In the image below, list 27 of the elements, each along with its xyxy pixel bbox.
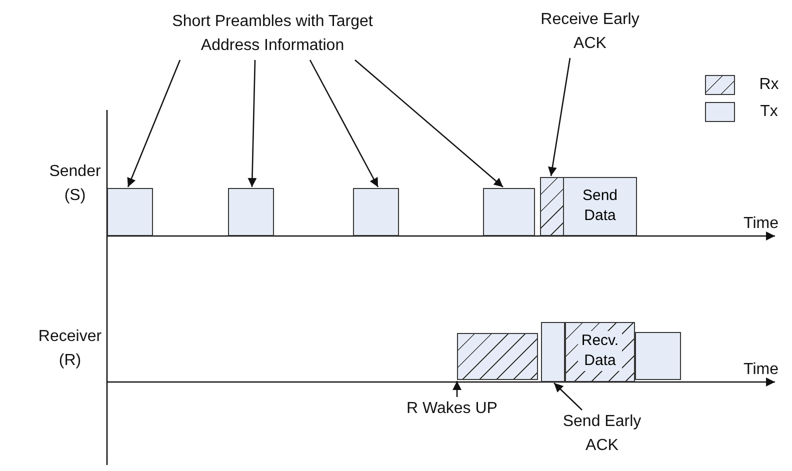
arrow [452, 381, 462, 397]
legend-label: Tx [759, 102, 779, 122]
callout-text: R Wakes UP [390, 397, 514, 421]
transmit-slot [635, 332, 681, 380]
arrow [127, 60, 181, 188]
data-receive-slot: Recv. Data [565, 322, 635, 382]
transmit-slot [228, 188, 274, 236]
callout-text: Receive Early ACK [540, 8, 640, 58]
transmit-slot [107, 188, 153, 236]
callout-text: Send Early ACK [552, 410, 652, 460]
lane-label: Sender (S) [48, 162, 102, 206]
transmit-slot [541, 322, 565, 382]
arrow [354, 60, 504, 188]
arrow [548, 58, 571, 176]
receive-slot [457, 333, 538, 380]
transmit-slot [483, 188, 535, 236]
lane-label: Receiver (R) [37, 327, 103, 371]
callout-text: Short Preambles with Target Address Information [150, 10, 395, 60]
arrow [309, 60, 379, 188]
receive-slot [540, 177, 564, 236]
legend-label: Rx [758, 75, 780, 95]
arrow [248, 60, 257, 188]
transmit-slot [353, 188, 399, 236]
data-transmit-slot: Send Data [563, 177, 637, 236]
axis-label: Time [742, 360, 780, 380]
axis-label: Time [742, 214, 780, 234]
arrow [554, 382, 582, 410]
